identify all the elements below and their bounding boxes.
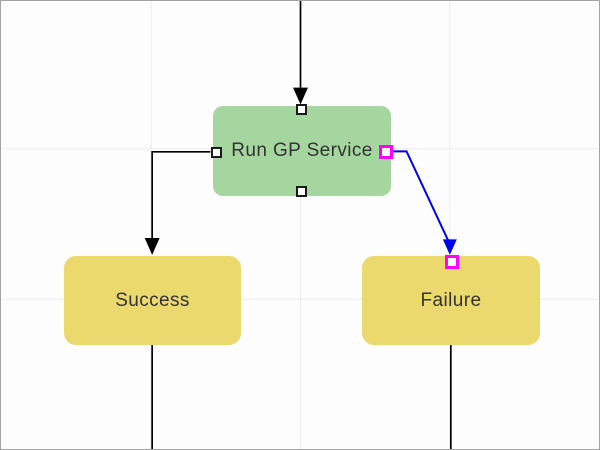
arrowhead-down-icon [144,237,160,255]
edge-incoming-top[interactable] [293,1,308,105]
node-run-gp-service[interactable]: Run GP Service [213,106,391,196]
edge-run-gp-to-failure[interactable] [391,150,457,255]
node-label: Success [115,289,190,311]
node-label: Failure [420,289,482,311]
node-success[interactable]: Success [64,256,241,345]
port-failure-top-selected[interactable] [445,255,459,269]
port-run-gp-service-bottom[interactable] [296,186,307,197]
edge-run-gp-to-success[interactable] [144,150,211,255]
arrowhead-down-icon [442,239,457,255]
port-run-gp-service-top[interactable] [296,104,307,115]
node-failure[interactable]: Failure [362,256,540,345]
node-label: Run GP Service [231,140,373,161]
port-run-gp-service-left[interactable] [211,147,222,158]
arrowhead-down-icon [293,87,308,105]
port-run-gp-service-right-selected[interactable] [379,145,393,159]
